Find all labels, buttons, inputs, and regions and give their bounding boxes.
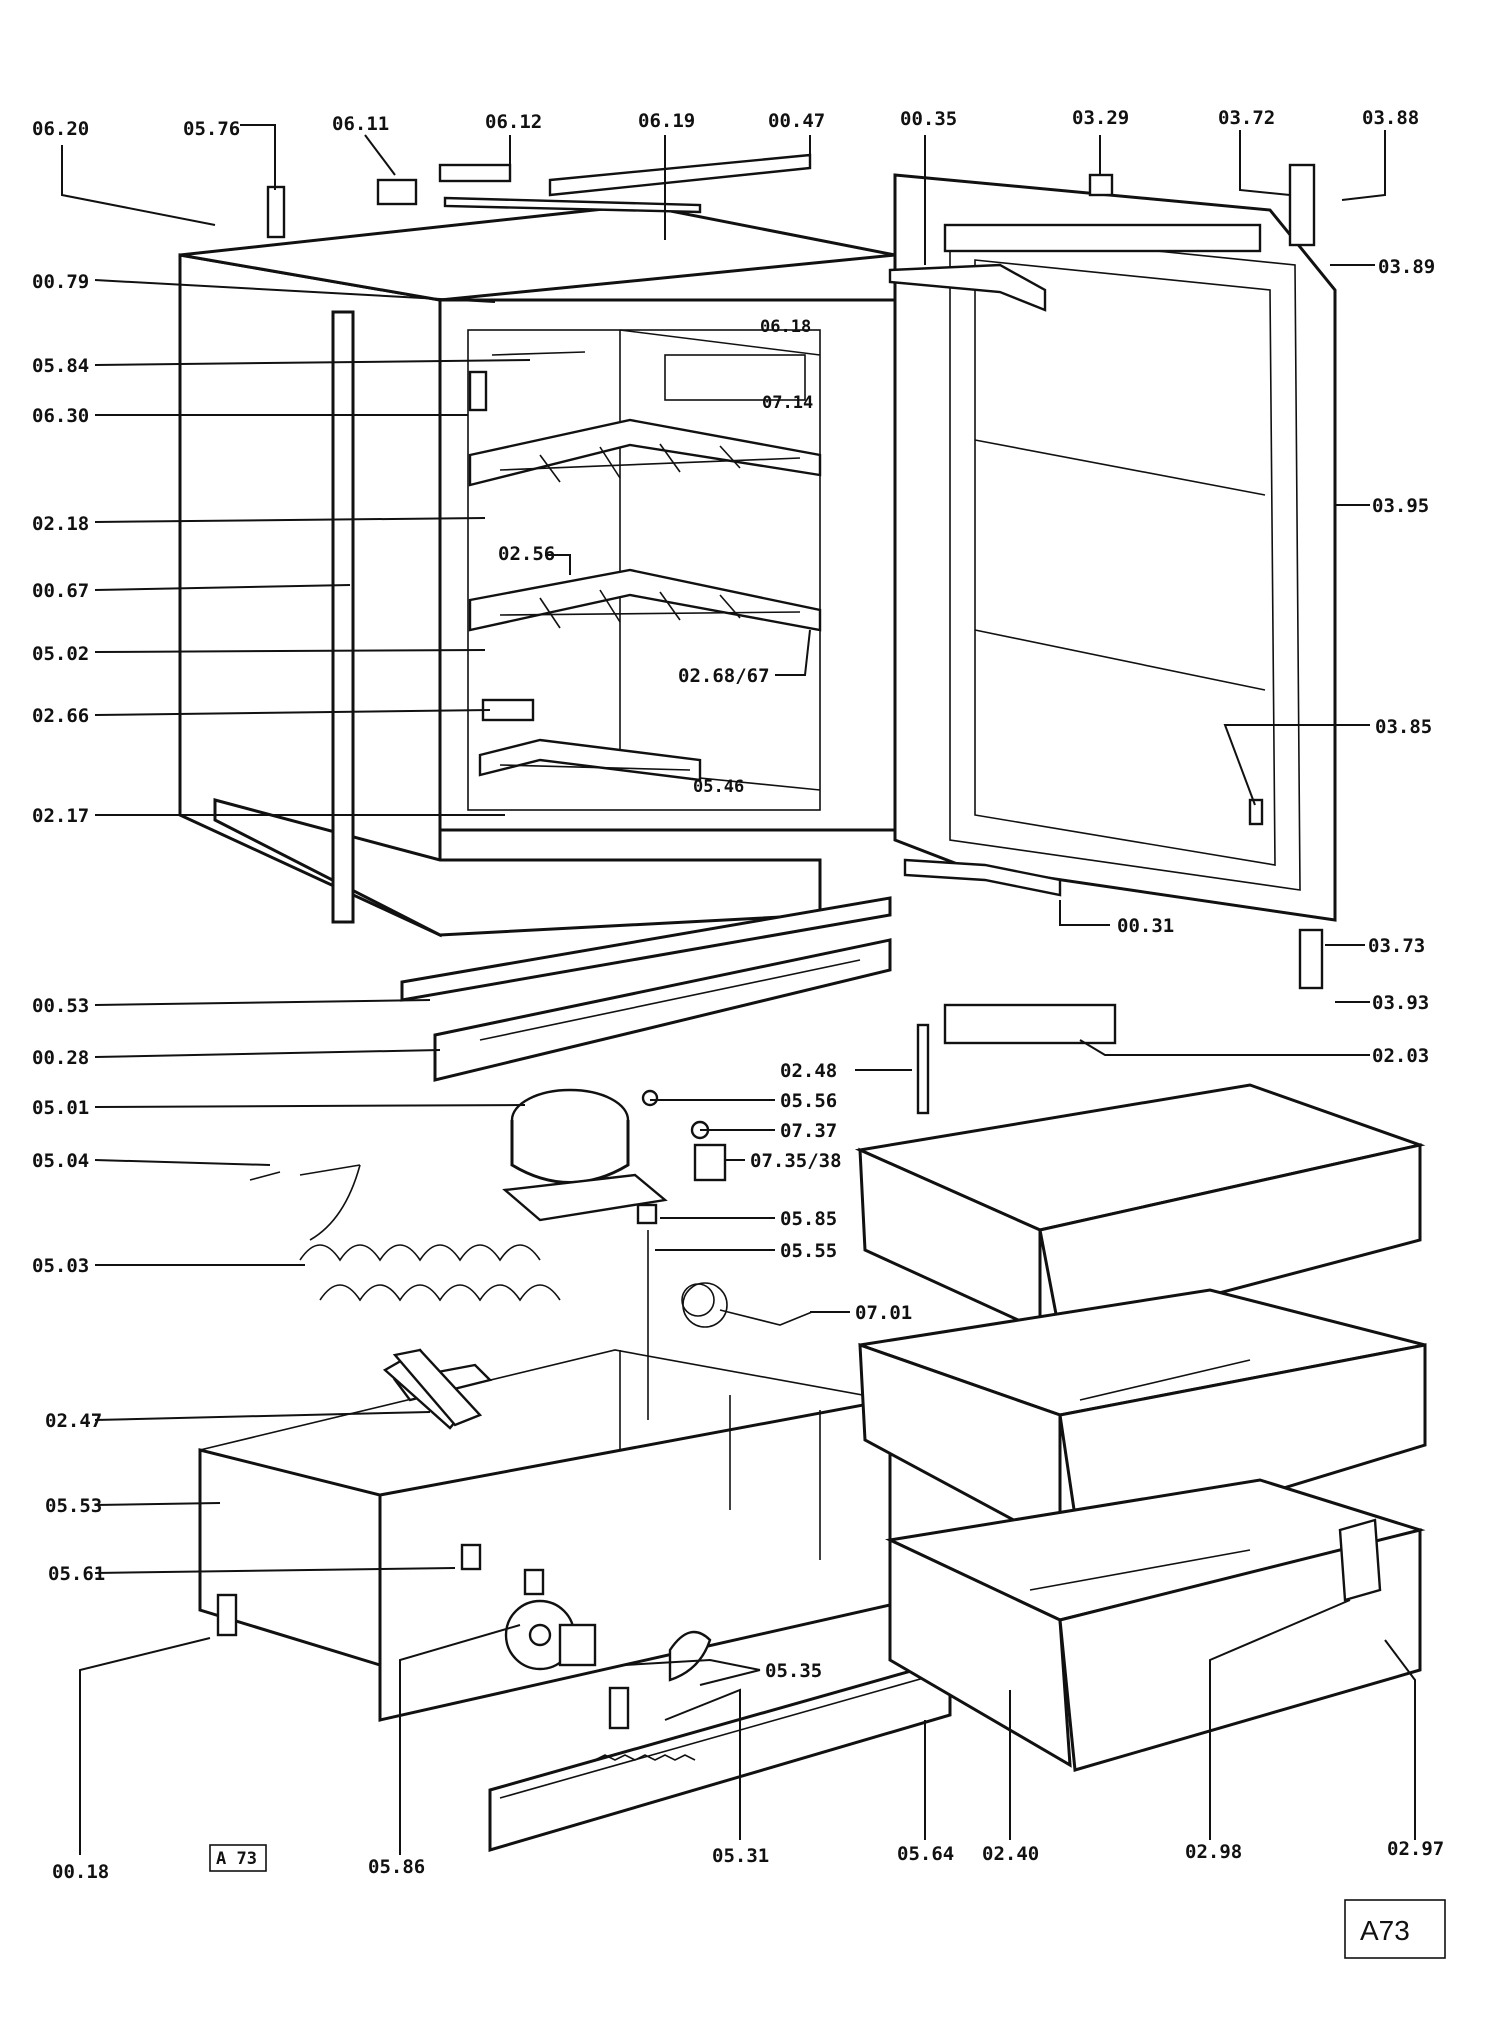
callout-label: 07.01 (855, 1302, 912, 1324)
shelf-upper (468, 418, 822, 487)
callout-label: 05.86 (368, 1856, 425, 1878)
drawing-code-small: A 73 (209, 1844, 267, 1872)
callout-label: 05.56 (780, 1090, 837, 1112)
callout-label: 06.12 (485, 111, 542, 133)
callout-label: 06.20 (32, 118, 89, 140)
leader-lines (61, 124, 1416, 1855)
drawer-bottom (884, 1478, 1426, 1772)
base-tray (198, 1348, 952, 1853)
callout-label: 02.40 (982, 1843, 1039, 1865)
drawer-top (854, 1083, 1426, 1337)
callout-label: 00.67 (32, 580, 89, 602)
drawing-code-small-text: A 73 (216, 1849, 257, 1869)
callout-label: 05.04 (32, 1150, 89, 1172)
misc-parts (216, 1283, 715, 1637)
callout-label: 00.28 (32, 1047, 89, 1069)
callout-label: 02.03 (1372, 1045, 1429, 1067)
callout-label: 05.01 (32, 1097, 89, 1119)
callout-label: 00.47 (768, 110, 825, 132)
callout-label: 05.55 (780, 1240, 837, 1262)
kick-grilles (400, 896, 1117, 1082)
callout-label: 05.02 (32, 643, 89, 665)
callout-label: 05.46 (693, 777, 744, 797)
callout-label: 02.17 (32, 805, 89, 827)
callout-label: 05.03 (32, 1255, 89, 1277)
callout-label: 05.64 (897, 1843, 954, 1865)
callout-label: 07.35/38 (750, 1150, 842, 1172)
callout-label: 05.84 (32, 355, 89, 377)
callout-label: 00.18 (52, 1861, 109, 1883)
callout-label: 00.35 (900, 108, 957, 130)
callout-label: 00.53 (32, 995, 89, 1017)
callout-label: 05.76 (183, 118, 240, 140)
callout-label: 05.85 (780, 1208, 837, 1230)
callout-label: 03.85 (1375, 716, 1432, 738)
callout-labels: 06.20 05.76 06.11 06.12 06.19 00.47 00.3… (32, 107, 1444, 1883)
shelf-lower (478, 738, 702, 782)
callout-label: 03.89 (1378, 256, 1435, 278)
callout-label: 05.31 (712, 1845, 769, 1867)
callout-label: 07.14 (762, 393, 813, 413)
callout-label: 07.37 (780, 1120, 837, 1142)
callout-label: 02.66 (32, 705, 89, 727)
callout-label: 02.47 (45, 1410, 102, 1432)
callout-label: 03.88 (1362, 107, 1419, 129)
compressor-assembly (249, 1023, 930, 1420)
callout-label: 05.35 (765, 1660, 822, 1682)
callout-label: 03.29 (1072, 107, 1129, 129)
callout-label: 03.72 (1218, 107, 1275, 129)
callout-label: 02.48 (780, 1060, 837, 1082)
door (888, 163, 1337, 990)
callout-label: 06.18 (760, 317, 811, 337)
callout-label: 06.19 (638, 110, 695, 132)
callout-label: 05.61 (48, 1563, 105, 1585)
callout-label: 02.98 (1185, 1841, 1242, 1863)
callout-label: 02.68/67 (678, 665, 770, 687)
callout-label: 02.97 (1387, 1838, 1444, 1860)
callout-label: 00.79 (32, 271, 89, 293)
shelf-middle (468, 568, 822, 632)
callout-label: 02.56 (498, 543, 555, 565)
callout-label: 05.53 (45, 1495, 102, 1517)
callout-label: 03.73 (1368, 935, 1425, 957)
callout-label: 06.30 (32, 405, 89, 427)
drawing-code-box: A73 (1344, 1899, 1446, 1959)
callout-label: 06.11 (332, 113, 389, 135)
drawing-code-box-text: A73 (1360, 1915, 1410, 1946)
callout-label: 02.18 (32, 513, 89, 535)
callout-label: 03.93 (1372, 992, 1429, 1014)
callout-label: 03.95 (1372, 495, 1429, 517)
cabinet (178, 153, 897, 938)
callout-label: 00.31 (1117, 915, 1174, 937)
